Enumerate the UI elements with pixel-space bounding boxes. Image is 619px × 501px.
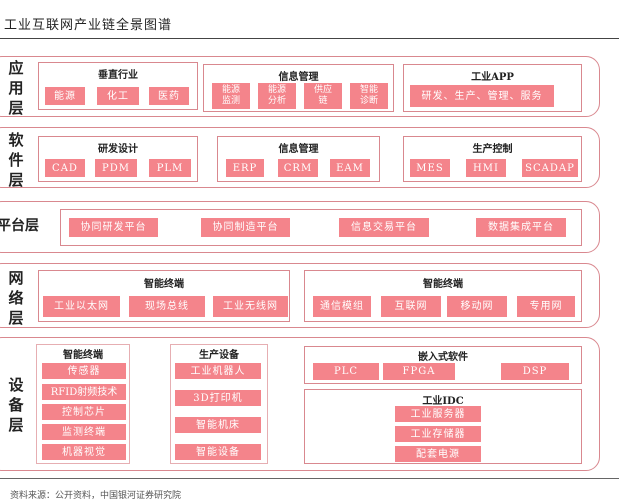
- tag-rfid: RFID射频技术: [42, 384, 126, 400]
- group-app-info: 信息管理 能源监测 能源分析 供应链 智能诊断: [203, 64, 394, 112]
- layer-app-label: 应用层: [6, 58, 26, 118]
- layer-network: [0, 263, 600, 328]
- tag-supply-chain: 供应链: [304, 83, 342, 109]
- tag-collab-manufacturing-platform: 协同制造平台: [201, 218, 290, 237]
- group-dev-idc: 工业IDC 工业服务器 工业存储器 配套电源: [304, 389, 582, 464]
- group-dev-embedded: 嵌入式软件 PLC FPGA DSP: [304, 346, 582, 384]
- group-title: 工业APP: [471, 72, 514, 83]
- bottom-divider: [0, 478, 619, 479]
- group-title: 智能终端: [63, 350, 103, 361]
- layer-app: [0, 56, 600, 117]
- tag-plc: PLC: [313, 363, 379, 380]
- tag-private-net: 专用网: [517, 296, 575, 317]
- tag-smart-equipment: 智能设备: [175, 444, 261, 460]
- tag-hmi: HMI: [466, 159, 506, 177]
- layer-device: [0, 337, 600, 471]
- tag-scadap: SCADAP: [522, 159, 578, 177]
- tag-energy-monitor: 能源监测: [212, 83, 250, 109]
- group-platform: 协同研发平台 协同制造平台 信息交易平台 数据集成平台: [60, 209, 582, 246]
- tag-mes: MES: [410, 159, 450, 177]
- group-sw-info: 信息管理 ERP CRM EAM: [217, 136, 380, 182]
- layer-platform: [0, 201, 600, 253]
- tag-control-chip: 控制芯片: [42, 404, 126, 420]
- tag-3d-printer: 3D打印机: [175, 390, 261, 406]
- tag-fieldbus: 现场总线: [129, 296, 205, 317]
- layer-app-label-text: 应用层: [8, 59, 24, 117]
- tag-eam: EAM: [330, 159, 370, 177]
- tag-internet: 互联网: [381, 296, 441, 317]
- title-divider: [0, 38, 619, 39]
- tag-smart-machine-tool: 智能机床: [175, 417, 261, 433]
- tag-industrial-robot: 工业机器人: [175, 363, 261, 379]
- tag-industrial-ethernet: 工业以太网: [43, 296, 120, 317]
- group-title: 智能终端: [423, 279, 463, 290]
- group-dev-terminals: 智能终端 传感器 RFID射频技术 控制芯片 监测终端 机器视觉: [36, 344, 130, 464]
- tag-machine-vision: 机器视觉: [42, 444, 126, 460]
- group-title: 生产设备: [199, 350, 239, 361]
- tag-pdm: PDM: [95, 159, 137, 177]
- tag-dsp: DSP: [501, 363, 569, 380]
- tag-energy-analysis: 能源分析: [258, 83, 296, 109]
- tag-fpga: FPGA: [383, 363, 455, 380]
- group-title: 嵌入式软件: [418, 352, 468, 363]
- tag-rd-production-service: 研发、生产、管理、服务: [410, 85, 554, 107]
- tag-erp: ERP: [226, 159, 264, 177]
- tag-comm-module: 通信模组: [313, 296, 371, 317]
- tag-data-integration-platform: 数据集成平台: [476, 218, 566, 237]
- layer-network-label: 网络层: [6, 268, 26, 328]
- layer-software-label: 软件层: [6, 130, 26, 190]
- tag-industrial-storage: 工业存储器: [395, 426, 481, 442]
- group-sw-rd: 研发设计 CAD PDM PLM: [38, 136, 198, 182]
- group-title: 智能终端: [144, 279, 184, 290]
- tag-sensor: 传感器: [42, 363, 126, 379]
- tag-crm: CRM: [278, 159, 318, 177]
- group-sw-production: 生产控制 MES HMI SCADAP: [403, 136, 582, 182]
- tag-info-trading-platform: 信息交易平台: [339, 218, 429, 237]
- tag-energy: 能源: [45, 87, 85, 105]
- layer-software-label-text: 软件层: [8, 131, 24, 189]
- group-app-vertical: 垂直行业 能源 化工 医药: [38, 62, 198, 110]
- source-note: 资料来源：公开资料，中国银河证券研究院: [10, 491, 182, 501]
- tag-industrial-wireless: 工业无线网: [213, 296, 288, 317]
- tag-collab-rd-platform: 协同研发平台: [69, 218, 158, 237]
- group-title: 垂直行业: [98, 70, 138, 81]
- layer-platform-label: 平台层: [0, 218, 39, 234]
- layer-network-label-text: 网络层: [8, 269, 24, 327]
- tag-mobile-net: 移动网: [447, 296, 507, 317]
- layer-software: [0, 127, 600, 188]
- tag-industrial-server: 工业服务器: [395, 406, 481, 422]
- group-title: 信息管理: [278, 72, 319, 83]
- tag-cad: CAD: [45, 159, 85, 177]
- tag-chemical: 化工: [97, 87, 139, 105]
- layer-device-label: 设备层: [6, 375, 26, 435]
- group-net-terminals-1: 智能终端 工业以太网 现场总线 工业无线网: [38, 270, 290, 322]
- group-net-terminals-2: 智能终端 通信模组 互联网 移动网 专用网: [304, 270, 582, 322]
- page-title: 工业互联网产业链全景图谱: [4, 18, 173, 33]
- group-dev-production: 生产设备 工业机器人 3D打印机 智能机床 智能设备: [170, 344, 268, 464]
- group-title: 生产控制: [472, 144, 513, 155]
- group-title: 工业IDC: [422, 396, 464, 407]
- group-app-industrial-app: 工业APP 研发、生产、管理、服务: [403, 64, 582, 112]
- tag-plm: PLM: [149, 159, 191, 177]
- tag-smart-diagnosis: 智能诊断: [350, 83, 388, 109]
- group-title: 研发设计: [98, 144, 138, 155]
- tag-power-supply: 配套电源: [395, 446, 481, 462]
- tag-medicine: 医药: [149, 87, 189, 105]
- group-title: 信息管理: [278, 144, 319, 155]
- layer-device-label-text: 设备层: [8, 376, 24, 434]
- tag-monitor-terminal: 监测终端: [42, 424, 126, 440]
